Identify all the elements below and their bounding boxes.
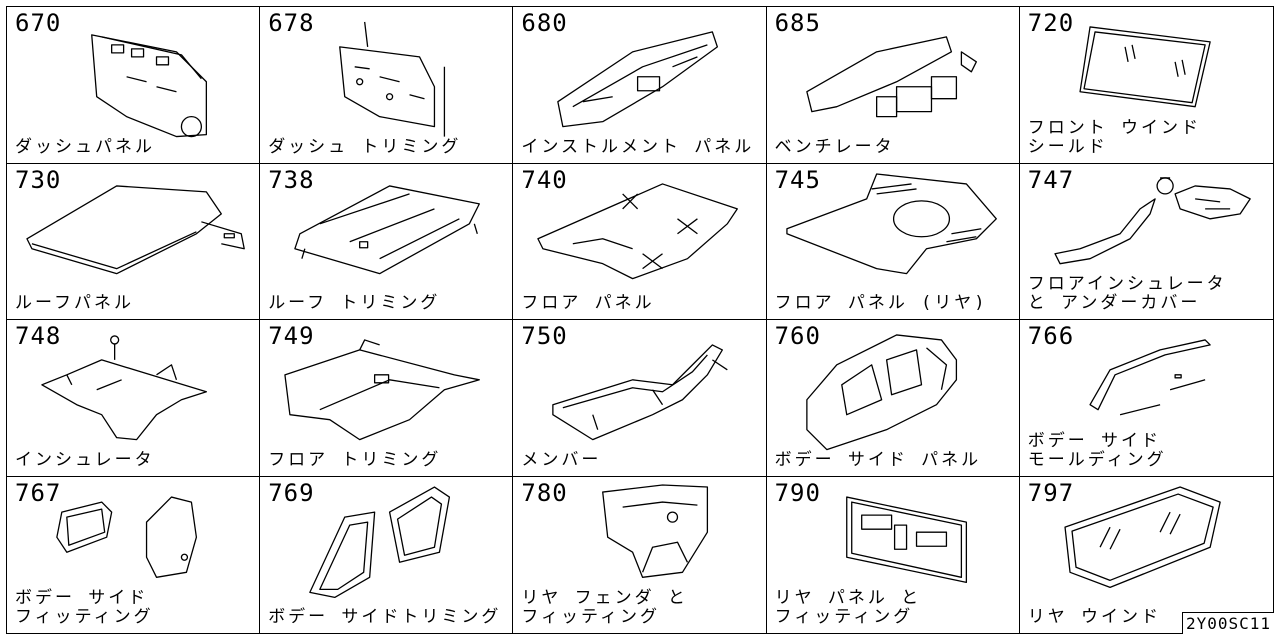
part-label: リヤ ウインド [1027,607,1162,627]
part-code: 748 [15,322,62,350]
part-cell-740[interactable]: 740 フロア パネル [513,163,767,320]
dash-panel-icon [91,34,208,138]
part-cell-730[interactable]: 730 ルーフパネル [7,163,261,320]
part-cell-670[interactable]: 670 ダッシュパネル [7,7,261,164]
part-cell-738[interactable]: 738 ルーフ トリミング [260,163,514,320]
part-label: ルーフパネル [15,293,134,313]
part-code: 750 [521,322,568,350]
part-cell-685[interactable]: 685 ベンチレータ [766,7,1020,164]
part-code: 670 [15,9,62,37]
ventilator-icon [805,36,977,118]
part-cell-750[interactable]: 750 メンバー [513,320,767,477]
side-fitting-icon [56,495,198,578]
part-code: 747 [1027,165,1075,194]
part-code: 720 [1027,9,1075,37]
part-label: フロアインシュレータ と アンダーカバー [1027,274,1227,313]
part-label: リヤ パネル と フィッティング [774,588,922,627]
part-code: 738 [268,165,315,194]
part-label: ボデー サイド パネル [774,449,982,470]
part-cell-797[interactable]: 797 リヤ ウインド [1020,477,1273,634]
part-label: インストルメント パネル [521,136,755,157]
instrument-panel-icon [557,31,719,128]
part-code: 678 [268,9,315,37]
part-code: 760 [774,322,821,350]
part-label: ルーフ トリミング [268,293,441,313]
part-code: 766 [1027,322,1075,350]
insulator-icon [41,335,208,441]
part-code: 769 [268,478,315,507]
part-cell-745[interactable]: 745 フロア パネル (リヤ) [766,163,1020,320]
part-label: ベンチレータ [774,136,895,157]
part-label: ボデー サイド フィッティング [15,588,154,627]
part-cell-747[interactable]: 747 フロアインシュレータ と アンダーカバー [1019,164,1273,320]
part-code: 680 [521,9,568,37]
part-cell-749[interactable]: 749 フロア トリミング [260,320,514,477]
floor-insulator-icon [1054,176,1251,264]
part-label: フロント ウインド シールド [1027,117,1202,157]
part-cell-760[interactable]: 760 ボデー サイド パネル [766,320,1020,477]
rear-floor-panel-icon [785,172,997,274]
rear-window-icon [1064,485,1221,588]
rear-panel-icon [845,495,967,583]
part-cell-748[interactable]: 748 インシュレータ [7,320,261,477]
body-side-panel-icon [805,334,957,451]
dash-trimming-icon [339,21,446,137]
part-code: 797 [1027,478,1075,507]
part-label: ボデー サイドトリミング [268,607,502,627]
side-molding-icon [1089,339,1211,416]
part-code: 749 [268,322,315,350]
member-frame-icon [552,344,729,441]
part-code: 790 [774,478,821,507]
part-label: メンバー [521,449,602,470]
part-cell-769[interactable]: 769 ボデー サイドトリミング [260,476,514,633]
part-code: 730 [15,165,62,194]
roof-trimming-icon [294,184,481,274]
part-code: 780 [521,478,568,507]
part-cell-720[interactable]: 720 フロント ウインド シールド [1019,7,1273,164]
part-cell-678[interactable]: 678 ダッシュ トリミング [260,7,514,164]
part-label: インシュレータ [15,449,155,470]
part-cell-780[interactable]: 780 リヤ フェンダ と フィッティング [513,476,767,633]
part-label: ダッシュ トリミング [268,136,462,157]
windshield-icon [1079,26,1211,108]
part-label: ダッシュパネル [15,136,155,157]
part-code: 740 [521,165,568,194]
part-code: 745 [774,165,821,194]
roof-panel-icon [26,184,245,274]
rear-fender-icon [602,483,709,578]
part-label: フロア パネル [521,293,655,313]
part-label: フロア パネル (リヤ) [774,293,988,313]
part-code: 685 [774,9,821,37]
floor-panel-icon [537,182,739,279]
part-code: 767 [15,478,62,507]
floor-trimming-icon [284,339,481,441]
side-trimming-icon [309,485,451,598]
sheet-reference: 2Y00SC11 [1181,612,1274,634]
part-label: フロア トリミング [268,449,442,470]
part-label: ボデー サイド モールディング [1027,430,1167,470]
part-cell-790[interactable]: 790 リヤ パネル と フィッティング [767,476,1020,633]
part-cell-680[interactable]: 680 インストルメント パネル [513,7,767,164]
part-label: リヤ フェンダ と フィッティング [521,588,688,627]
part-cell-766[interactable]: 766 ボデー サイド モールディング [1019,320,1273,477]
part-cell-767[interactable]: 767 ボデー サイド フィッティング [7,476,261,633]
